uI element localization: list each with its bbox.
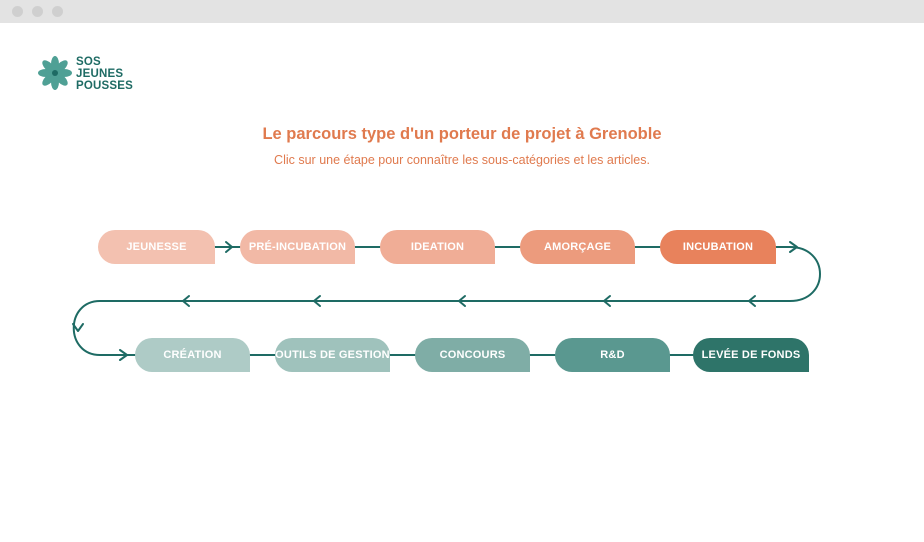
step-outils-de-gestion[interactable]: OUTILS DE GESTION xyxy=(275,338,390,372)
logo-petal xyxy=(55,73,68,86)
arrow-left-icon xyxy=(182,295,190,307)
step-label: LEVÉE DE FONDS xyxy=(701,349,801,361)
logo-petal xyxy=(42,60,55,73)
page-subtitle: Clic sur une étape pour connaître les so… xyxy=(274,153,650,167)
arrow-left-icon xyxy=(603,295,611,307)
step-r-and-d[interactable]: R&D xyxy=(555,338,670,372)
logo-petal xyxy=(55,60,68,73)
arrow-down-icon xyxy=(72,323,84,332)
connector-path xyxy=(72,246,821,356)
step-label: IDEATION xyxy=(410,241,465,253)
window-close-dot[interactable] xyxy=(12,6,23,17)
step-label: CONCOURS xyxy=(439,349,506,361)
step-creation[interactable]: CRÉATION xyxy=(135,338,250,372)
arrow-left-icon xyxy=(748,295,756,307)
step-ideation[interactable]: IDEATION xyxy=(380,230,495,264)
step-label: R&D xyxy=(600,349,625,361)
window-maximize-dot[interactable] xyxy=(52,6,63,17)
logo-line-2: JEUNES xyxy=(76,68,124,80)
step-label: OUTILS DE GESTION xyxy=(275,349,390,361)
site-logo[interactable]: SOS JEUNES POUSSES xyxy=(37,55,157,95)
step-label: PRÉ-INCUBATION xyxy=(248,241,347,253)
arrow-right-icon xyxy=(225,241,233,253)
step-jeunesse[interactable]: JEUNESSE xyxy=(98,230,215,264)
step-label: CRÉATION xyxy=(163,349,222,361)
window-minimize-dot[interactable] xyxy=(32,6,43,17)
step-pre-incubation[interactable]: PRÉ-INCUBATION xyxy=(240,230,355,264)
logo-line-1: SOS xyxy=(76,56,101,68)
logo-petal xyxy=(42,73,55,86)
logo-wordmark: SOS JEUNES POUSSES xyxy=(76,56,133,92)
arrow-left-icon xyxy=(313,295,321,307)
flower-icon xyxy=(38,56,72,90)
browser-chrome xyxy=(0,0,924,23)
step-label: INCUBATION xyxy=(682,241,754,253)
step-concours[interactable]: CONCOURS xyxy=(415,338,530,372)
step-label: AMORÇAGE xyxy=(544,241,611,253)
step-label: JEUNESSE xyxy=(126,241,187,253)
step-levee-de-fonds[interactable]: LEVÉE DE FONDS xyxy=(693,338,809,372)
arrow-right-icon xyxy=(119,349,128,361)
arrow-left-icon xyxy=(458,295,466,307)
step-amorcage[interactable]: AMORÇAGE xyxy=(520,230,635,264)
page-title: Le parcours type d'un porteur de projet … xyxy=(262,125,662,143)
step-incubation[interactable]: INCUBATION xyxy=(660,230,776,264)
arrow-right-icon xyxy=(789,241,798,253)
logo-line-3: POUSSES xyxy=(76,80,134,92)
